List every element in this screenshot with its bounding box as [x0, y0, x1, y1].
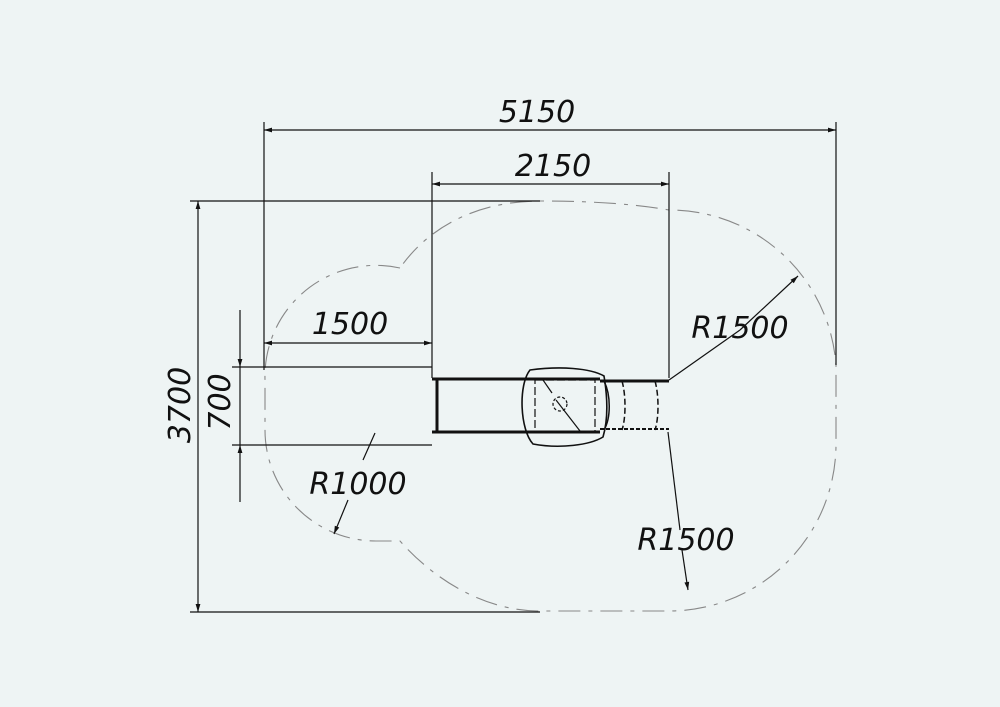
dim-label-2150: 2150	[515, 149, 591, 184]
dim-3700: 3700	[163, 201, 201, 612]
radius-label-left: R1000	[309, 467, 406, 502]
dim-label-700: 700	[203, 373, 238, 430]
dim-label-1500: 1500	[312, 307, 388, 342]
dim-700: 700	[203, 310, 243, 502]
radius-label-top-right: R1500	[691, 311, 788, 346]
radius-top-right: R1500	[668, 275, 799, 381]
dim-2150: 2150	[432, 149, 669, 187]
safety-zone-outline	[264, 200, 837, 612]
radius-bottom-right: R1500	[637, 431, 735, 591]
radius-label-bottom-right: R1500	[637, 523, 734, 558]
slide-equipment	[432, 367, 669, 447]
dim-1500: 1500	[264, 307, 432, 346]
dim-label-5150: 5150	[499, 95, 575, 130]
dim-label-3700: 3700	[163, 367, 198, 443]
extension-lines	[190, 122, 837, 613]
dim-5150: 5150	[264, 95, 836, 133]
radius-left: R1000	[309, 432, 407, 535]
